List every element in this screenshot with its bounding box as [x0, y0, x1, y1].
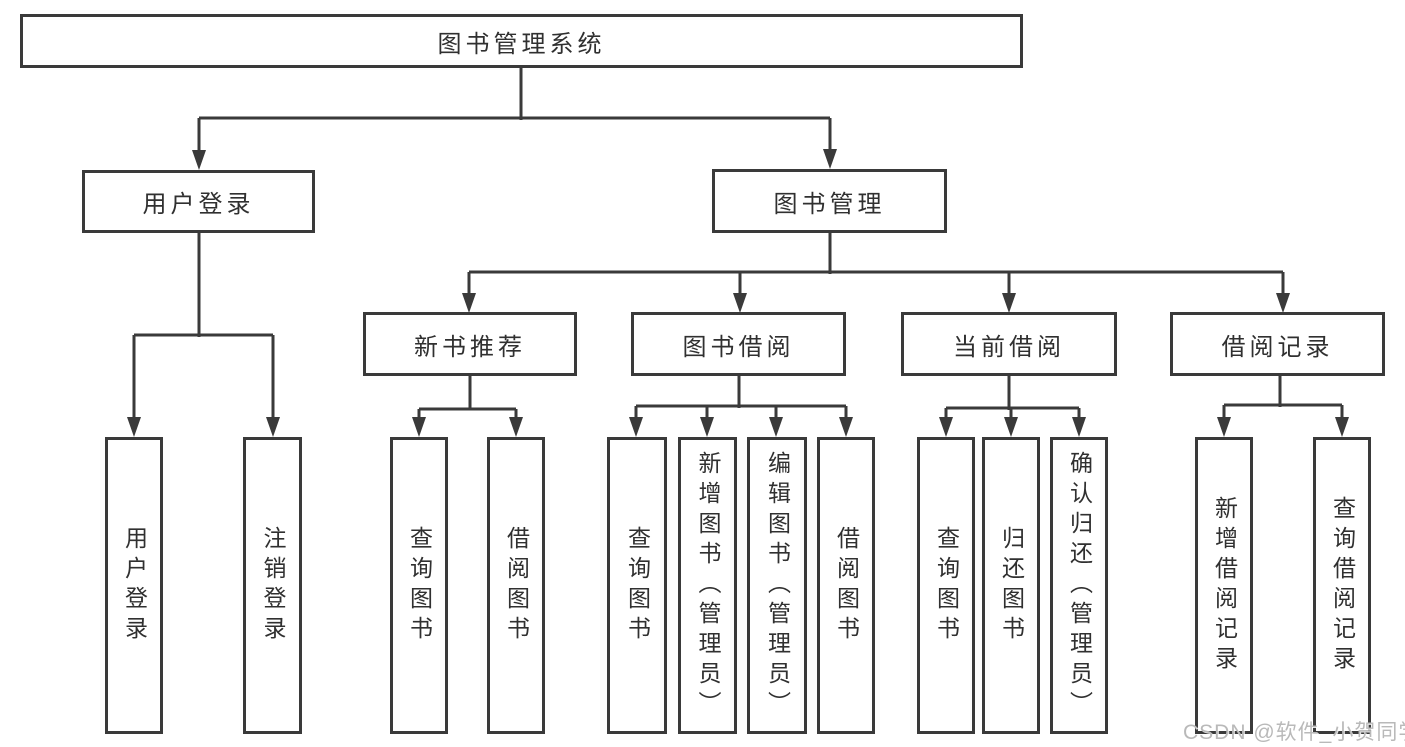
- node-borrow-records: 借阅记录: [1170, 312, 1385, 376]
- node-book-management: 图书管理: [712, 169, 947, 233]
- leaf-query-books-recommend: 查询图书: [390, 437, 448, 734]
- node-current-borrow: 当前借阅: [901, 312, 1117, 376]
- leaf-return-books: 归还图书: [982, 437, 1040, 734]
- leaf-borrow-books: 借阅图书: [817, 437, 875, 734]
- csdn-watermark: CSDN @软件_小贺同学: [1183, 721, 1405, 744]
- leaf-add-borrow-record: 新增借阅记录: [1195, 437, 1253, 734]
- leaf-confirm-return-admin: 确认归还（管理员）: [1050, 437, 1108, 734]
- leaf-borrow-books-recommend: 借阅图书: [487, 437, 545, 734]
- leaf-user-login: 用户登录: [105, 437, 163, 734]
- node-book-borrow: 图书借阅: [631, 312, 846, 376]
- node-root: 图书管理系统: [20, 14, 1023, 68]
- leaf-add-book-admin: 新增图书（管理员）: [678, 437, 737, 734]
- leaf-query-borrow-record: 查询借阅记录: [1313, 437, 1371, 734]
- leaf-query-books-current: 查询图书: [917, 437, 975, 734]
- leaf-edit-book-admin: 编辑图书（管理员）: [747, 437, 807, 734]
- node-new-book-recommend: 新书推荐: [363, 312, 577, 376]
- leaf-query-books-borrow: 查询图书: [607, 437, 667, 734]
- node-user-login: 用户登录: [82, 170, 315, 233]
- leaf-logout: 注销登录: [243, 437, 302, 734]
